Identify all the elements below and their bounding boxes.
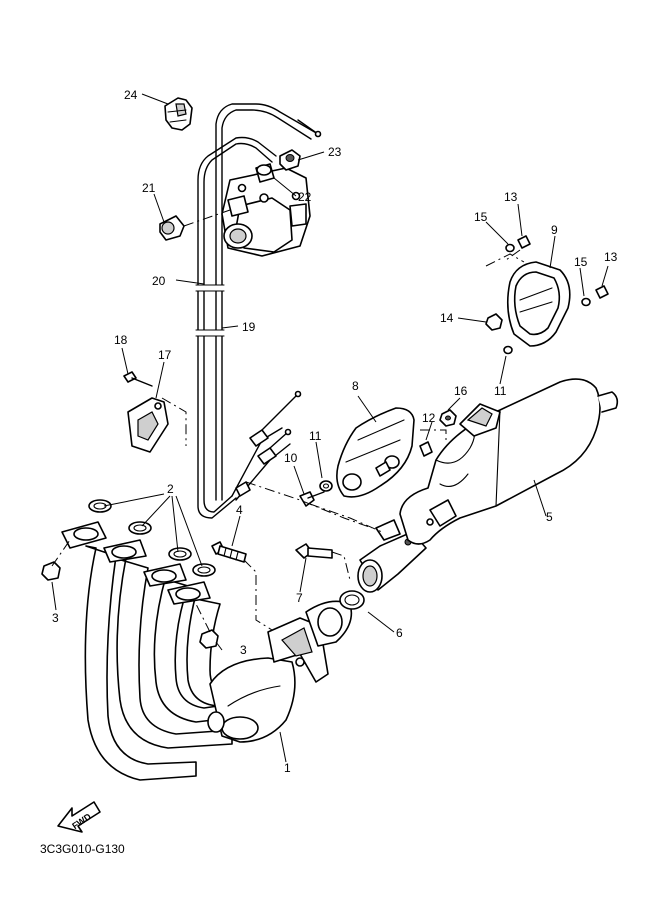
callout-20: 20 bbox=[152, 274, 166, 288]
callout-4: 4 bbox=[236, 503, 243, 517]
callout-10: 10 bbox=[284, 451, 298, 465]
part-5-muffler bbox=[399, 378, 619, 545]
part-2-gaskets bbox=[88, 499, 216, 577]
callout-9: 9 bbox=[551, 223, 558, 237]
part-16-nut bbox=[439, 409, 457, 427]
part-11-washer bbox=[319, 480, 333, 492]
callout-11: 11 bbox=[309, 429, 322, 443]
callout-5: 5 bbox=[546, 510, 553, 524]
callout-16: 16 bbox=[454, 384, 468, 398]
callout-labels: 1 2 3 3 4 5 6 7 8 9 10 11 11 12 13 13 14… bbox=[52, 88, 618, 775]
part-11-washer-upper bbox=[503, 345, 513, 355]
part-6-gasket bbox=[339, 590, 365, 610]
callout-6: 6 bbox=[396, 626, 403, 640]
callout-12: 12 bbox=[422, 411, 436, 425]
callout-17: 17 bbox=[158, 348, 172, 362]
part-22-servo-assembly bbox=[221, 163, 311, 257]
part-17-bracket bbox=[127, 397, 169, 453]
part-12-collar bbox=[419, 429, 447, 457]
part-15-washers bbox=[505, 243, 591, 307]
part-7-bolt bbox=[295, 543, 351, 581]
callout-7: 7 bbox=[296, 591, 303, 605]
callout-19: 19 bbox=[242, 320, 256, 334]
callout-15: 15 bbox=[474, 210, 488, 224]
part-1-exhaust-pipe bbox=[61, 521, 296, 781]
callout-14: 14 bbox=[440, 311, 454, 325]
diagram-code: 3C3G010-G130 bbox=[40, 842, 125, 856]
callout-11: 11 bbox=[494, 384, 507, 398]
callout-2: 2 bbox=[167, 482, 174, 496]
callout-15: 15 bbox=[574, 255, 588, 269]
part-13-screws bbox=[517, 235, 609, 299]
part-14-nut bbox=[485, 313, 503, 331]
part-4-stud-bolt bbox=[211, 541, 273, 631]
callout-21: 21 bbox=[142, 181, 156, 195]
part-10-bolt bbox=[299, 491, 383, 533]
leader-lines bbox=[51, 93, 609, 763]
assembly-centerline bbox=[161, 397, 373, 529]
callout-8: 8 bbox=[352, 379, 359, 393]
part-24-bracket bbox=[164, 97, 193, 131]
callout-22: 22 bbox=[298, 190, 312, 204]
cable-routing bbox=[195, 103, 322, 519]
part-8-protector bbox=[336, 407, 415, 498]
callout-3: 3 bbox=[240, 643, 247, 657]
part-9-cover bbox=[485, 249, 571, 347]
callout-13: 13 bbox=[504, 190, 518, 204]
callout-1: 1 bbox=[284, 761, 291, 775]
callout-24: 24 bbox=[124, 88, 138, 102]
part-18-bolt bbox=[123, 371, 153, 387]
part-joint-bracket bbox=[267, 600, 353, 683]
callout-3: 3 bbox=[52, 611, 59, 625]
fwd-arrow-icon: FWD bbox=[57, 801, 101, 833]
part-21-damper bbox=[159, 209, 231, 241]
callout-13: 13 bbox=[604, 250, 618, 264]
callout-23: 23 bbox=[328, 145, 342, 159]
callout-18: 18 bbox=[114, 333, 128, 347]
part-23-grommet bbox=[279, 149, 301, 171]
part-3-nuts bbox=[41, 539, 219, 649]
